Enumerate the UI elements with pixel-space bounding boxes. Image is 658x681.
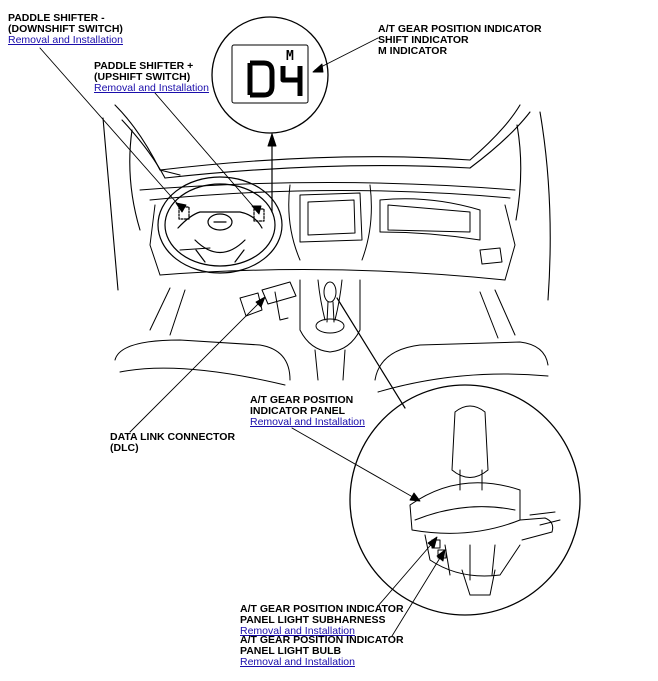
shifter-magnifier [349, 384, 581, 616]
label-paddle-shifter-plus: PADDLE SHIFTER + (UPSHIFT SWITCH) Remova… [94, 61, 209, 94]
removal-installation-link[interactable]: Removal and Installation [240, 625, 355, 637]
removal-installation-link[interactable]: Removal and Installation [94, 82, 209, 94]
steering-wheel [157, 176, 283, 274]
indicator-magnifier [211, 16, 329, 213]
label-text: PANEL LIGHT SUBHARNESS [240, 614, 386, 626]
label-text: PADDLE SHIFTER - [8, 12, 105, 24]
gear-mode-indicator: M [286, 49, 294, 64]
label-panel-light-bulb: A/T GEAR POSITION INDICATOR PANEL LIGHT … [240, 635, 404, 668]
label-data-link-connector: DATA LINK CONNECTOR (DLC) [110, 432, 235, 454]
center-console [299, 279, 361, 381]
label-text: M INDICATOR [378, 45, 448, 57]
label-text: A/T GEAR POSITION INDICATOR [240, 603, 404, 615]
label-text: DATA LINK CONNECTOR [110, 431, 236, 443]
removal-installation-link[interactable]: Removal and Installation [240, 656, 355, 668]
label-indicator-panel: A/T GEAR POSITION INDICATOR PANEL Remova… [250, 395, 365, 428]
pedals [239, 281, 297, 321]
console-zoom-line [336, 297, 406, 409]
label-text: SHIFT INDICATOR [378, 34, 469, 46]
label-text: A/T GEAR POSITION INDICATOR [378, 23, 542, 35]
dashboard [139, 182, 516, 281]
seats [114, 287, 549, 393]
gear-display-segments [247, 60, 303, 98]
label-panel-light-subharness: A/T GEAR POSITION INDICATOR PANEL LIGHT … [240, 604, 404, 637]
windshield-outline [102, 104, 551, 301]
label-text: PANEL LIGHT BULB [240, 645, 342, 657]
label-text: (DLC) [110, 442, 139, 454]
leader-lines [39, 37, 446, 637]
label-text: INDICATOR PANEL [250, 405, 346, 417]
removal-installation-link[interactable]: Removal and Installation [8, 34, 123, 46]
removal-installation-link[interactable]: Removal and Installation [250, 416, 365, 428]
label-gear-position-indicator: A/T GEAR POSITION INDICATOR SHIFT INDICA… [378, 24, 542, 57]
label-text: (UPSHIFT SWITCH) [94, 71, 191, 83]
label-text: A/T GEAR POSITION INDICATOR [240, 634, 404, 646]
label-text: (DOWNSHIFT SWITCH) [8, 23, 123, 35]
label-text: A/T GEAR POSITION [250, 394, 354, 406]
label-paddle-shifter-minus: PADDLE SHIFTER - (DOWNSHIFT SWITCH) Remo… [8, 13, 123, 46]
label-text: PADDLE SHIFTER + [94, 60, 194, 72]
